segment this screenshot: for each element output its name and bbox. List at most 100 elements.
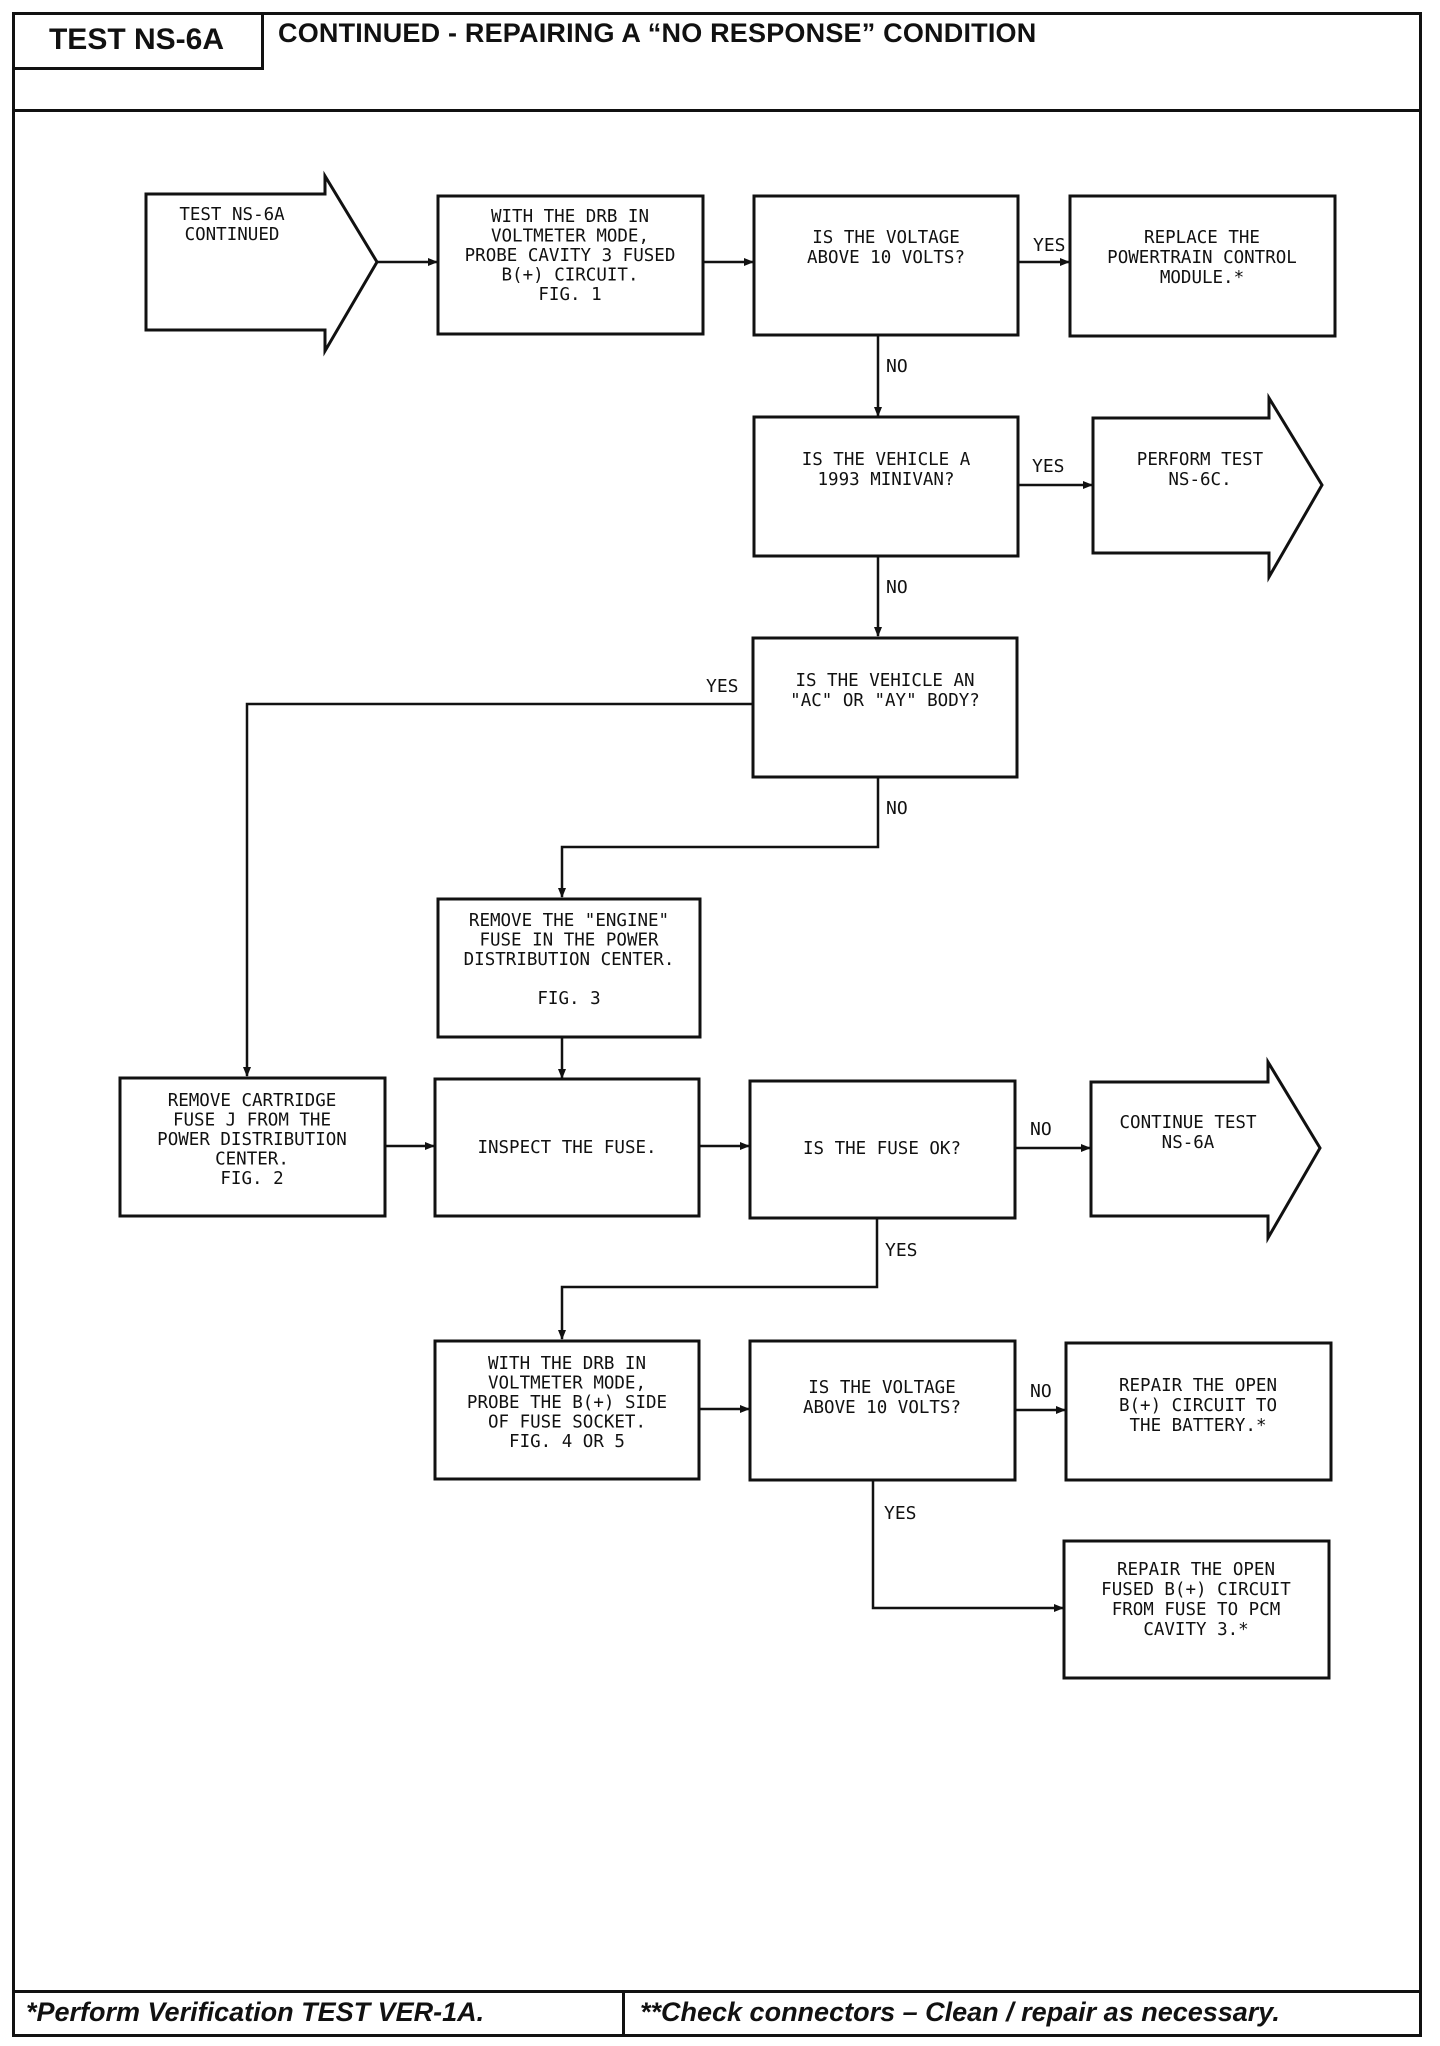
node-text-line: THE BATTERY.* — [1130, 1416, 1267, 1436]
replace-pcm-box — [1068, 194, 1337, 338]
node-text-line: IS THE VOLTAGE — [812, 228, 960, 248]
node-text-line: NS-6A — [1162, 1133, 1215, 1153]
connectors — [243, 258, 1093, 1612]
node-text-line: REPAIR THE OPEN — [1117, 1560, 1275, 1580]
node-text-body-q: IS THE VEHICLE AN"AC" OR "AY" BODY? — [790, 671, 980, 711]
node-text-line: MODULE.* — [1160, 268, 1244, 288]
edge-label-body-yes: YES — [706, 676, 739, 697]
engine-fuse-box — [436, 897, 702, 1039]
node-text-line: CENTER. — [215, 1150, 289, 1170]
node-text-line: CONTINUED — [185, 225, 280, 245]
node-text-line: REMOVE CARTRIDGE — [168, 1091, 337, 1111]
footer-band — [12, 1990, 1422, 2037]
cartridge-box — [118, 1076, 387, 1218]
node-text-line: CAVITY 3.* — [1143, 1620, 1248, 1640]
node-text-line: FIG. 2 — [220, 1169, 283, 1189]
node-text-line: POWERTRAIN CONTROL — [1107, 248, 1297, 268]
edge-label-minivan-yes: YES — [1032, 456, 1065, 477]
edge-label-fuse-no: NO — [1030, 1119, 1052, 1140]
node-text-line: IS THE VEHICLE AN — [795, 671, 974, 691]
node-text-line: "AC" OR "AY" BODY? — [790, 691, 980, 711]
page-frame — [12, 12, 1422, 2037]
fuse-q-box — [748, 1079, 1017, 1220]
node-text-line: CONTINUE TEST — [1120, 1113, 1257, 1133]
node-text-line: 1993 MINIVAN? — [818, 470, 955, 490]
node-text-line: IS THE VEHICLE A — [802, 450, 971, 470]
footer-divider — [622, 1990, 625, 2037]
ns6a-arrow-shape — [1089, 1056, 1322, 1244]
voltage-q2-box — [748, 1339, 1017, 1482]
node-text-line: TEST NS-6A — [179, 205, 285, 225]
node-text-line: NS-6C. — [1168, 470, 1231, 490]
node-text-line: ABOVE 10 VOLTS? — [803, 1398, 961, 1418]
edge-v2-yes — [871, 1480, 1064, 1612]
node-text-line: B(+) CIRCUIT. — [502, 266, 639, 286]
body-q-box — [751, 636, 1019, 779]
node-text-line: PERFORM TEST — [1137, 450, 1264, 470]
node-text-line: INSPECT THE FUSE. — [477, 1138, 656, 1158]
header-band — [12, 12, 1422, 112]
node-text-line: FIG. 1 — [538, 285, 601, 305]
start-arrow-shape — [144, 170, 379, 357]
node-text-line: WITH THE DRB IN — [488, 1354, 646, 1374]
edge-label-v2-yes: YES — [884, 1503, 917, 1524]
node-text-line: FIG. 4 OR 5 — [509, 1432, 625, 1452]
probe-socket-box — [433, 1339, 701, 1481]
node-text-line: WITH THE DRB IN — [491, 207, 649, 227]
edge-label-minivan-no: NO — [886, 577, 908, 598]
node-text-line: FUSE IN THE POWER — [479, 931, 659, 951]
repair-battery-box — [1064, 1341, 1333, 1482]
node-text-line: POWER DISTRIBUTION — [157, 1130, 347, 1150]
node-text-line: PROBE CAVITY 3 FUSED — [465, 246, 676, 266]
edge-body-no — [558, 776, 880, 898]
footer-connectors-note: **Check connectors – Clean / repair as n… — [640, 1997, 1280, 2027]
repair-fused-box — [1062, 1539, 1331, 1680]
edge-label-body-no: NO — [886, 798, 908, 819]
probe-cavity-box — [436, 194, 705, 336]
footer-verification-note: *Perform Verification TEST VER-1A. — [26, 1997, 485, 2027]
node-text-line: ABOVE 10 VOLTS? — [807, 248, 965, 268]
node-text-line: FROM FUSE TO PCM — [1112, 1600, 1281, 1620]
node-text-line: REPLACE THE — [1144, 228, 1260, 248]
page-title: CONTINUED - REPAIRING A “NO RESPONSE” CO… — [278, 18, 1037, 48]
node-text-line: VOLTMETER MODE, — [491, 227, 649, 247]
node-text-line: IS THE FUSE OK? — [803, 1139, 961, 1159]
node-text-line: REMOVE THE "ENGINE" — [469, 911, 669, 931]
node-text-inspect-fuse: INSPECT THE FUSE. — [477, 1138, 656, 1158]
node-text-line: FIG. 3 — [537, 989, 600, 1009]
edge-body-yes — [243, 702, 752, 1077]
node-text-line: OF FUSE SOCKET. — [488, 1413, 646, 1433]
node-text-line: DISTRIBUTION CENTER. — [464, 950, 675, 970]
minivan-q-box — [752, 415, 1020, 558]
inspect-fuse-box — [433, 1077, 701, 1218]
ns6c-arrow-shape — [1091, 392, 1324, 583]
node-text-line: FUSE J FROM THE — [173, 1111, 331, 1131]
test-id: TEST NS-6A — [12, 12, 264, 70]
node-text-fuse-q: IS THE FUSE OK? — [803, 1139, 961, 1159]
edge-label-v1-yes: YES — [1033, 235, 1066, 256]
edge-label-v2-no: NO — [1030, 1381, 1052, 1402]
node-text-line: FUSED B(+) CIRCUIT — [1101, 1580, 1291, 1600]
voltage-q1-box — [752, 194, 1020, 337]
node-text-line: PROBE THE B(+) SIDE — [467, 1393, 667, 1413]
node-text-line: IS THE VOLTAGE — [808, 1378, 956, 1398]
edge-labels: YES NO YES NO YES NO NO YES NO YES — [706, 235, 1066, 1524]
edge-label-fuse-yes: YES — [885, 1240, 918, 1261]
node-text-line: B(+) CIRCUIT TO — [1119, 1396, 1277, 1416]
